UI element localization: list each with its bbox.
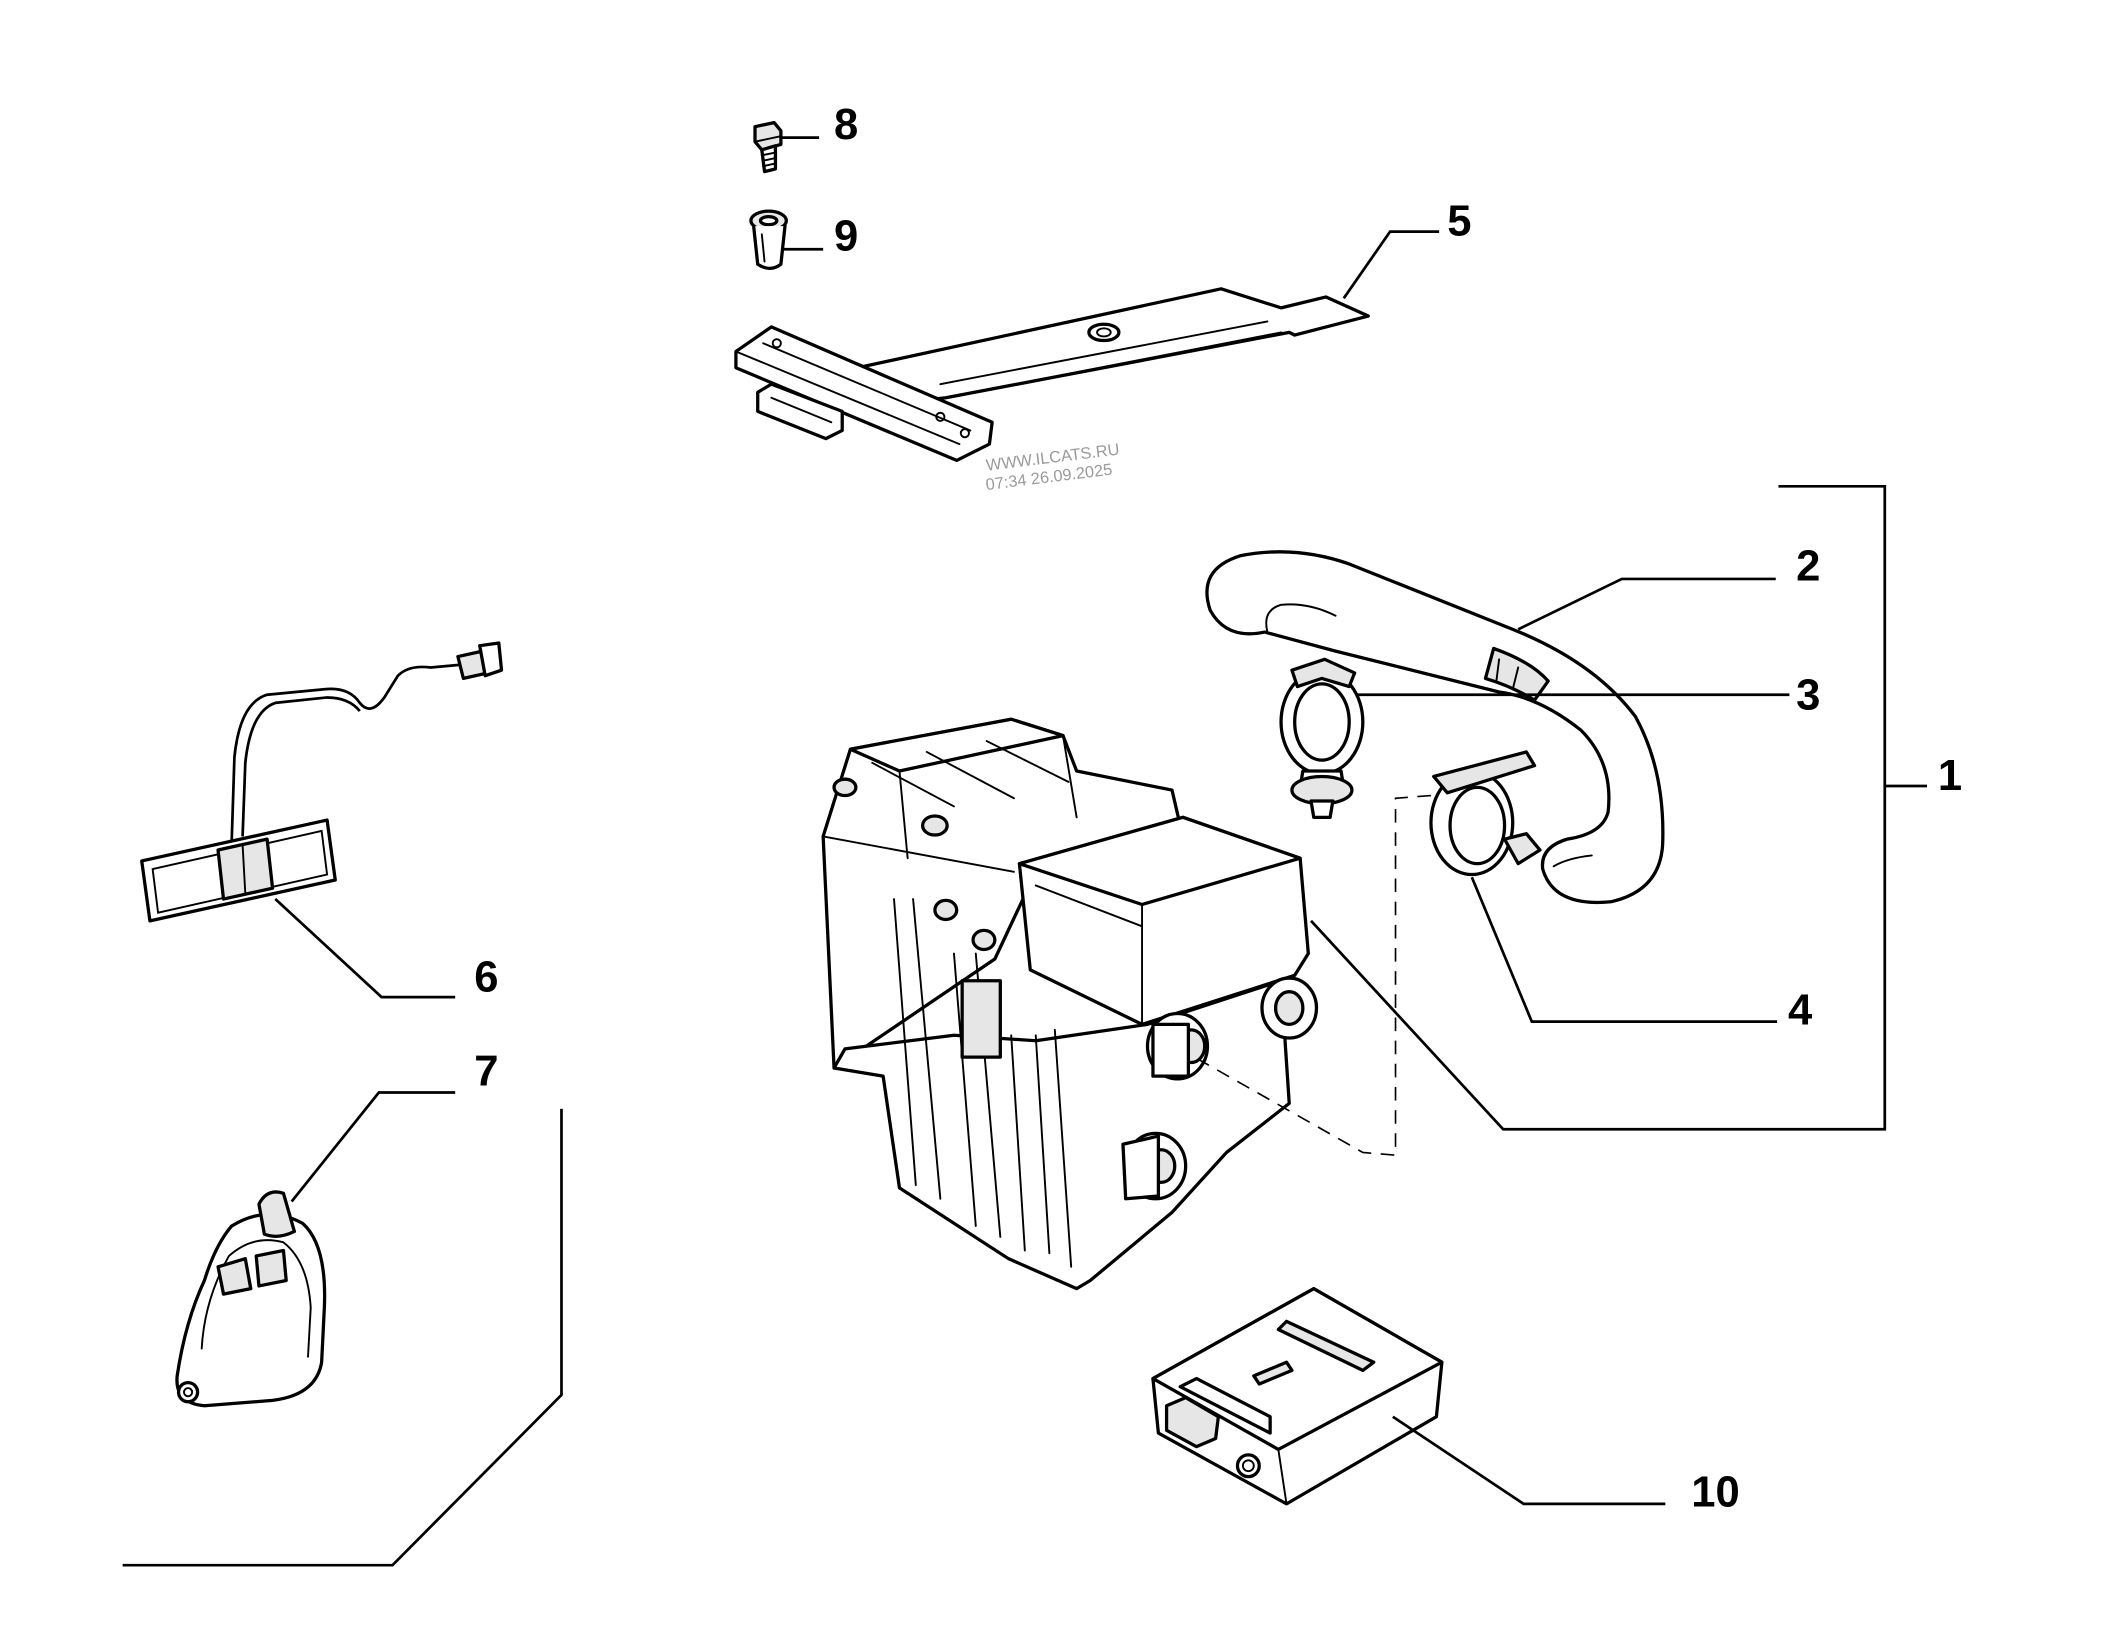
clamp-part-3 <box>1279 657 1365 819</box>
callout-7: 7 <box>474 1048 498 1096</box>
bracket-part-5 <box>734 287 1370 463</box>
callout-4: 4 <box>1788 986 1813 1034</box>
assembly-dashed-line <box>1198 794 1432 1157</box>
remote-part-7 <box>175 1190 327 1408</box>
heater-unit-part-1 <box>821 717 1319 1291</box>
callout-10: 10 <box>1691 1469 1740 1517</box>
callout-5: 5 <box>1447 198 1471 246</box>
callout-1: 1 <box>1938 752 1962 800</box>
leader-lines <box>122 136 1928 1567</box>
callout-9: 9 <box>834 213 858 261</box>
sensor-pad-part-6 <box>140 641 504 923</box>
callout-8: 8 <box>834 101 858 149</box>
watermark: WWW.ILCATS.RU 07:34 26.09.2025 <box>985 441 1121 494</box>
control-module-part-10 <box>1151 1287 1444 1506</box>
bushing-part-9 <box>749 209 788 270</box>
clamp-part-4 <box>1429 750 1542 877</box>
callout-2: 2 <box>1796 542 1820 590</box>
bolt-part-8 <box>753 120 783 174</box>
callout-6: 6 <box>474 954 498 1002</box>
callout-3: 3 <box>1796 672 1820 720</box>
hose-part-2 <box>1205 550 1665 905</box>
